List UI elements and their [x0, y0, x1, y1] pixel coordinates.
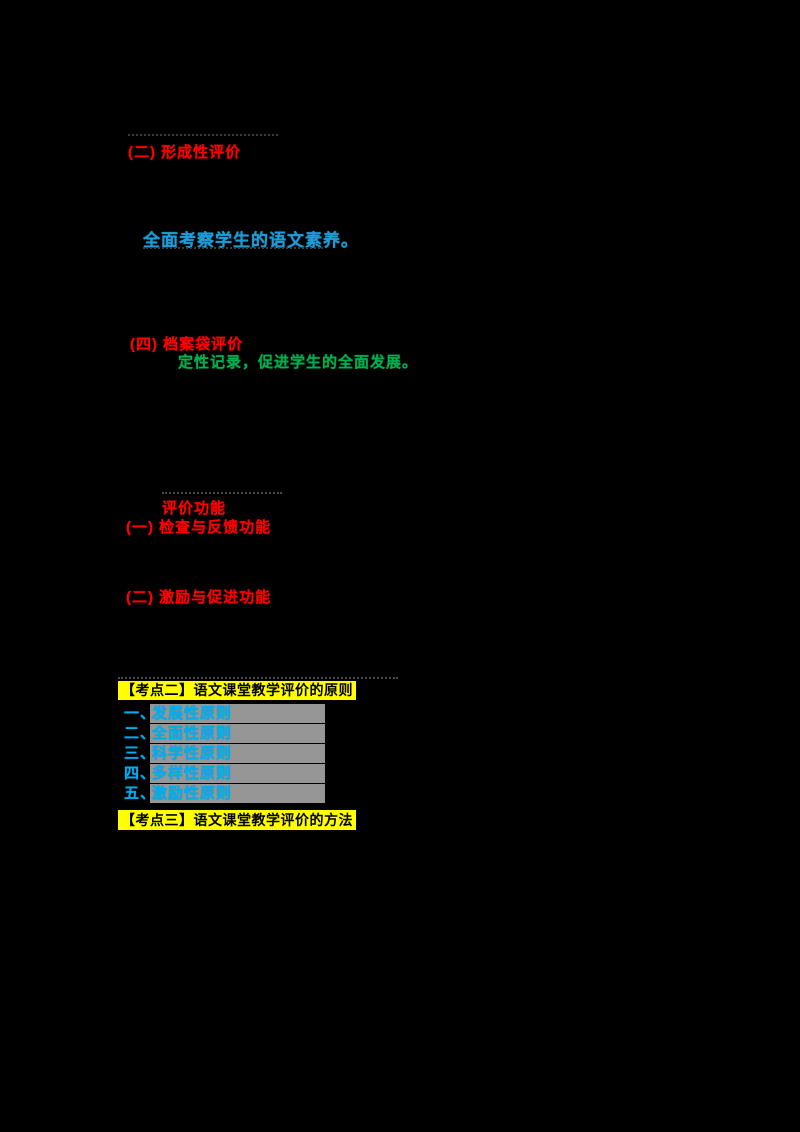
green-annotation: 定性记录，促进学生的全面发展。: [178, 354, 419, 371]
exam-point-3-label: 【考点三】语文课堂教学评价的方法: [118, 810, 356, 830]
list-item-label: 发展性原则: [150, 704, 325, 723]
list-item-label: 科学性原则: [150, 744, 325, 763]
exam-point-2-heading: 【考点二】语文课堂教学评价的原则: [118, 681, 356, 700]
blue-key-sentence: 全面考察学生的语文素养。: [143, 231, 359, 250]
list-item-number: 五、: [124, 785, 157, 802]
list-item: 四、多样性原则: [124, 764, 325, 784]
list-item-label: 激励性原则: [150, 784, 325, 803]
list-item-number: 一、: [124, 705, 157, 722]
list-item: 三、科学性原则: [124, 744, 325, 764]
red-subtitle: 评价功能: [162, 500, 227, 517]
list-item-number: 四、: [124, 765, 157, 782]
list-item: 五、激励性原则: [124, 784, 325, 804]
ghost-text-line: [128, 134, 278, 136]
list-item: 一、发展性原则: [124, 704, 325, 724]
ghost-underline: [143, 247, 323, 249]
ghost-text-line: [162, 492, 282, 494]
list-item-number: 三、: [124, 745, 157, 762]
ghost-text-line: [118, 677, 398, 679]
section-heading-type-2: (二) 形成性评价: [128, 144, 242, 161]
list-item: 二、全面性原则: [124, 724, 325, 744]
list-item-label: 全面性原则: [150, 724, 325, 743]
principles-list: 一、发展性原则 二、全面性原则 三、科学性原则 四、多样性原则 五、激励性原则: [124, 704, 325, 804]
section-heading-type-4: (四) 档案袋评价: [130, 336, 244, 353]
list-item-number: 二、: [124, 725, 157, 742]
section-heading-func-2: (二) 激励与促进功能: [126, 589, 272, 606]
exam-point-3-heading: 【考点三】语文课堂教学评价的方法: [118, 810, 356, 830]
exam-point-2-label: 【考点二】语文课堂教学评价的原则: [118, 681, 356, 700]
list-item-label: 多样性原则: [150, 764, 325, 783]
section-heading-func-1: (一) 检查与反馈功能: [126, 519, 272, 536]
